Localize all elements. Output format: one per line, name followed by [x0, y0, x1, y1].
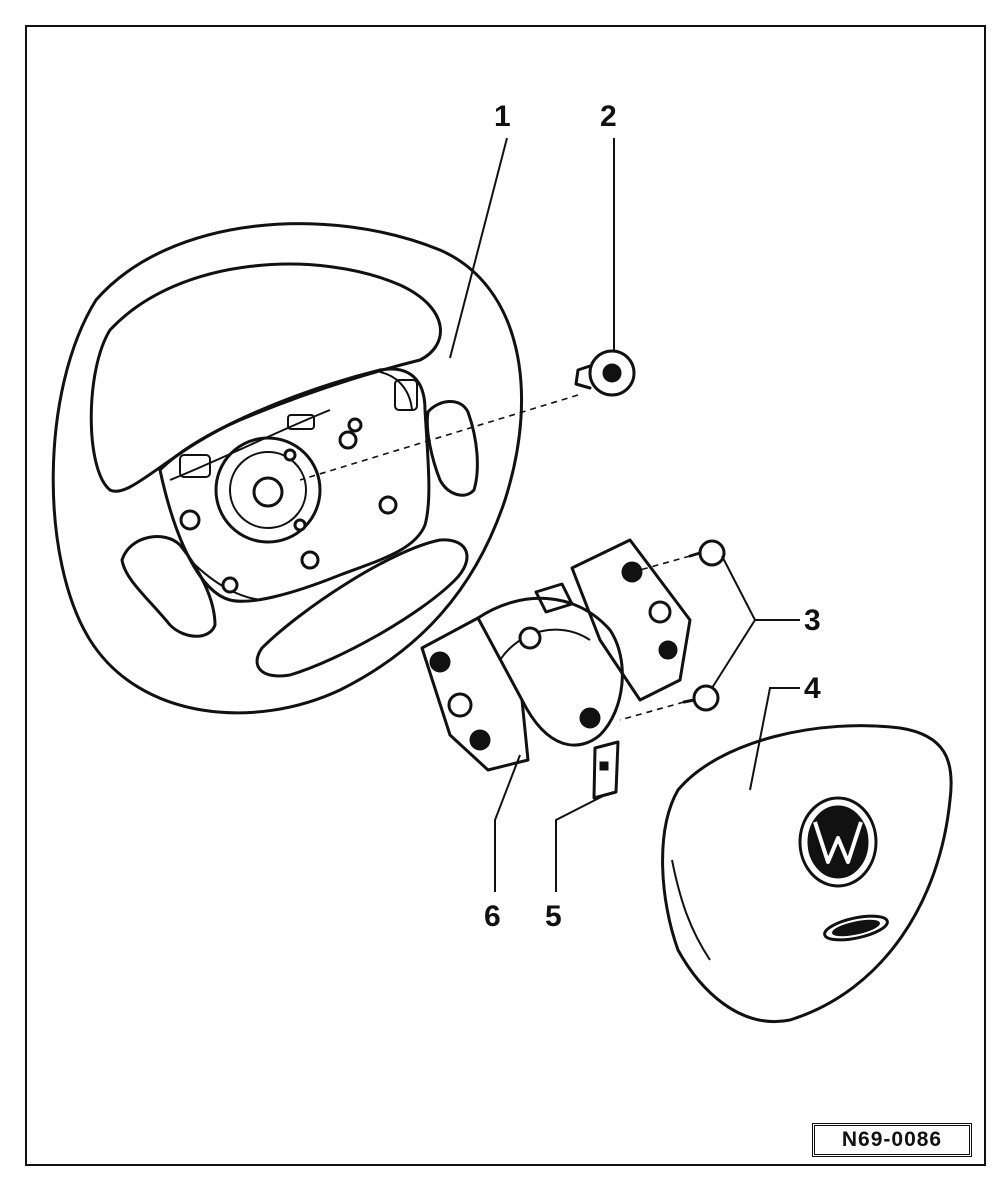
- callout-1: 1: [494, 100, 511, 133]
- screws: [682, 539, 726, 712]
- figure-id-label: N69-0086: [812, 1123, 972, 1157]
- assembly-lines: [299, 394, 691, 721]
- callout-4: 4: [804, 672, 821, 705]
- callout-6: 6: [484, 900, 501, 933]
- callout-2: 2: [600, 100, 617, 133]
- multifunction-switch-assembly: [420, 538, 692, 772]
- connector: [592, 740, 620, 800]
- airbag-unit: [661, 724, 953, 1023]
- callout-5: 5: [545, 900, 562, 933]
- diagram-frame: [25, 25, 986, 1166]
- leader-lines: [449, 137, 800, 892]
- steering-wheel: [51, 222, 523, 715]
- callout-3: 3: [804, 604, 821, 637]
- bolt: [574, 349, 636, 397]
